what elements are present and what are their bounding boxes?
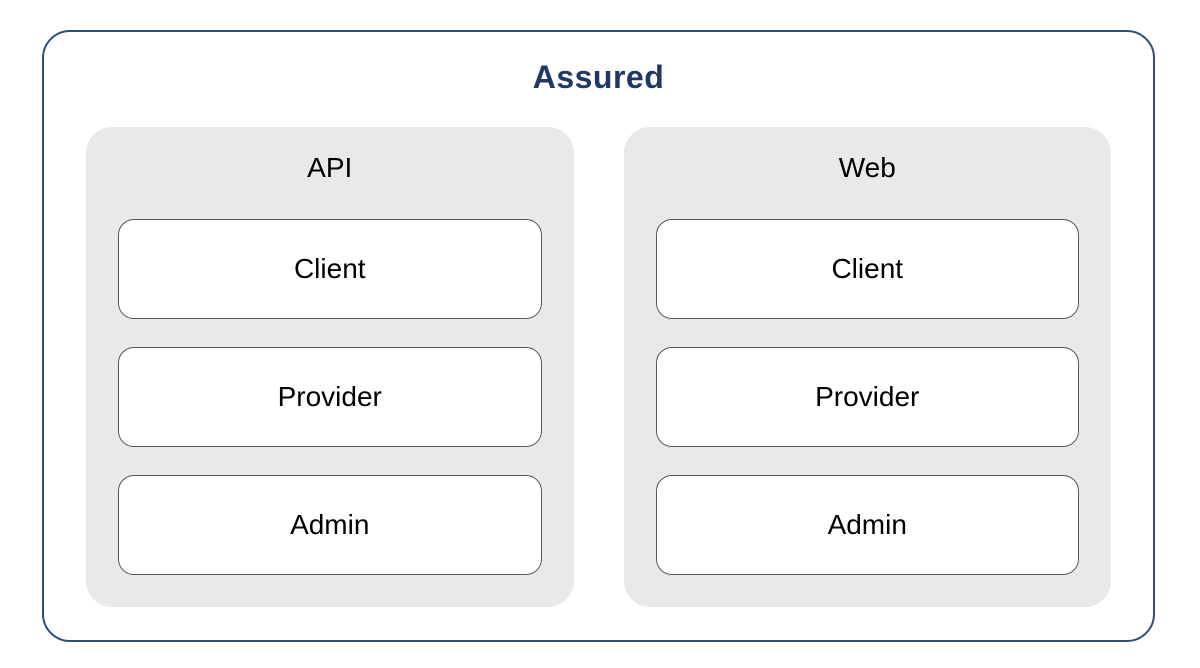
assured-container: Assured API Client Provider Admin Web Cl… (42, 30, 1155, 642)
panel-api-boxes: Client Provider Admin (118, 219, 542, 575)
diagram-title: Assured (532, 59, 665, 95)
box-api-client: Client (118, 219, 542, 319)
panels-row: API Client Provider Admin Web Client Pro… (44, 127, 1153, 607)
box-api-provider: Provider (118, 347, 542, 447)
panel-api: API Client Provider Admin (86, 127, 574, 607)
box-web-admin: Admin (655, 475, 1079, 575)
panel-web-label: Web (838, 152, 896, 183)
box-api-admin: Admin (118, 475, 542, 575)
panel-web: Web Client Provider Admin (623, 127, 1111, 607)
box-web-provider: Provider (655, 347, 1079, 447)
panel-api-label: API (307, 152, 353, 183)
box-web-client: Client (655, 219, 1079, 319)
panel-web-boxes: Client Provider Admin (655, 219, 1079, 575)
